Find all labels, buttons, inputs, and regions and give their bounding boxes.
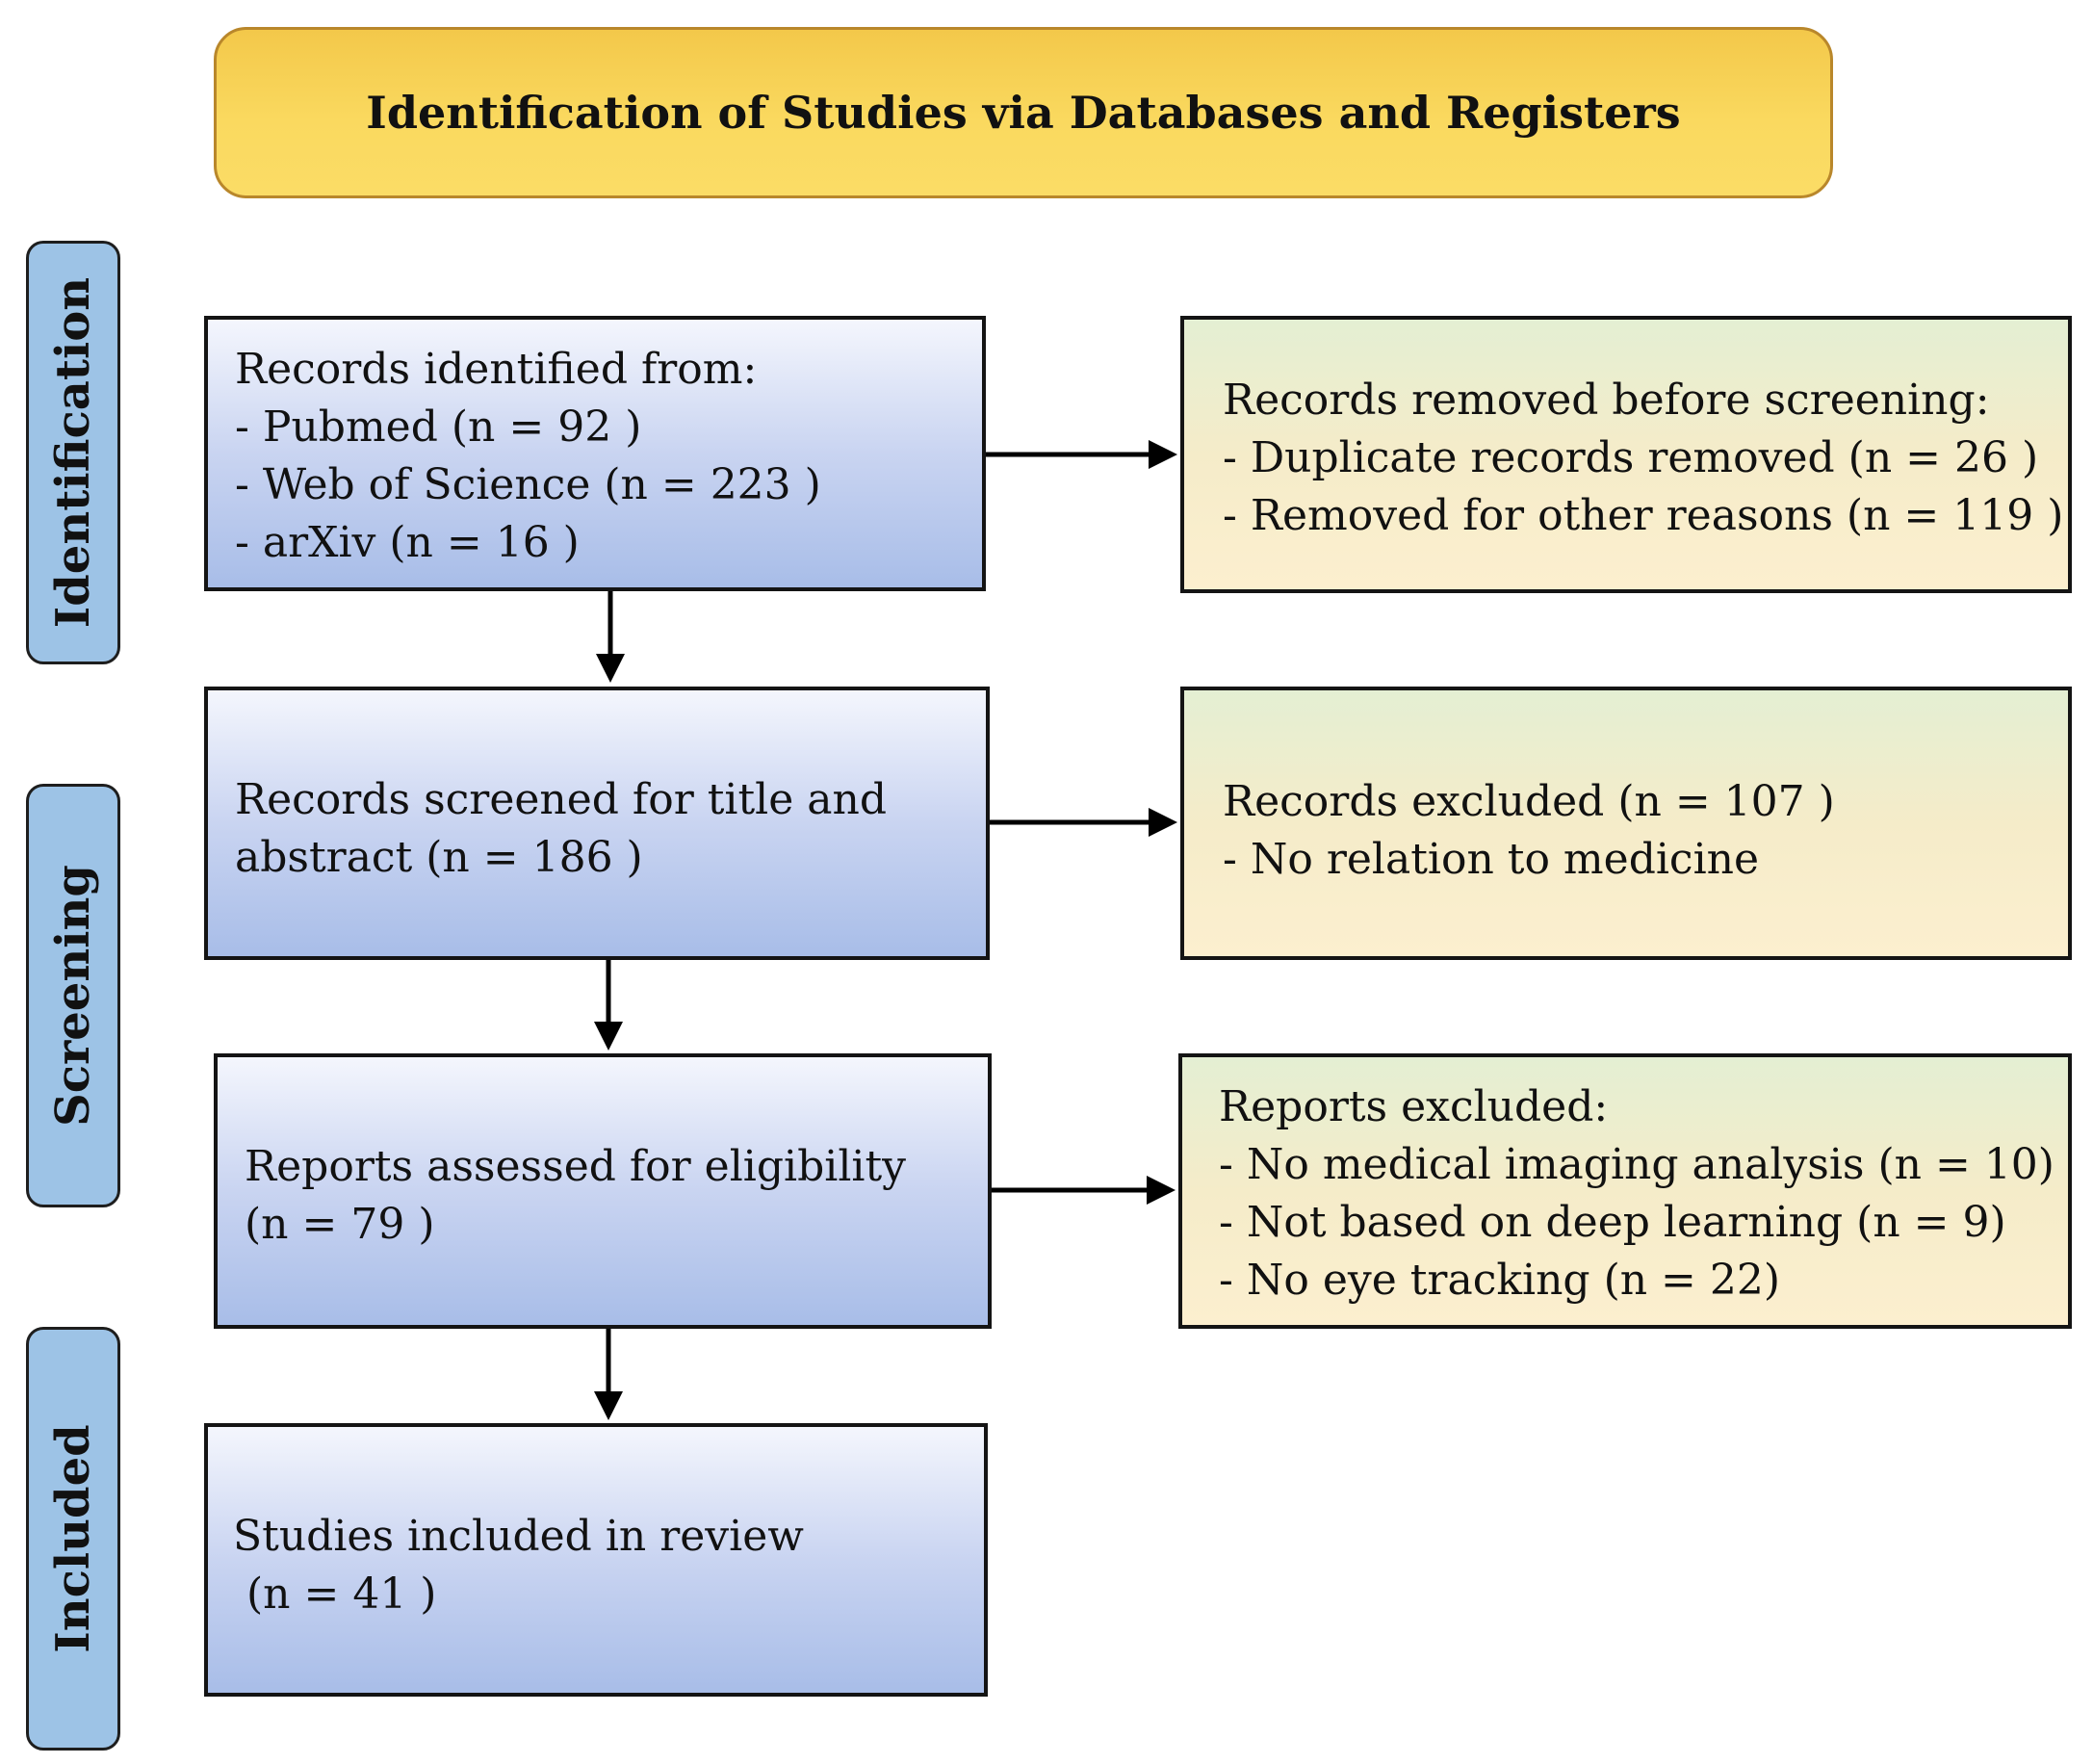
phase-identification: Identification (26, 241, 120, 664)
records-excluded-title: Records excluded (n = 107 ) (1223, 777, 1835, 826)
records-identified-box: Records identified from: - Pubmed (n = 9… (204, 316, 986, 591)
excluded-no-imaging: - No medical imaging analysis (n = 10) (1219, 1140, 2054, 1189)
records-identified-title: Records identified from: (235, 345, 758, 394)
records-screened-box: Records screened for title and abstract … (204, 687, 990, 960)
phase-screening: Screening (26, 784, 120, 1207)
source-web-of-science: - Web of Science (n = 223 ) (235, 460, 821, 509)
reports-excluded-title: Reports excluded: (1219, 1082, 1609, 1131)
diagram-header: Identification of Studies via Databases … (214, 27, 1833, 198)
phase-included: Included (26, 1327, 120, 1751)
reports-assessed-box: Reports assessed for eligibility (n = 79… (214, 1053, 992, 1329)
removed-other-reasons: - Removed for other reasons (n = 119 ) (1223, 491, 2064, 540)
excluded-no-relation: - No relation to medicine (1223, 835, 1760, 884)
records-removed-box: Records removed before screening: - Dupl… (1180, 316, 2072, 593)
records-screened-line-1: Records screened for title and (235, 775, 887, 824)
records-excluded-box: Records excluded (n = 107 ) - No relatio… (1180, 687, 2072, 960)
source-arxiv: - arXiv (n = 16 ) (235, 518, 580, 567)
reports-assessed-line-2: (n = 79 ) (245, 1200, 435, 1249)
studies-included-box: Studies included in review (n = 41 ) (204, 1423, 988, 1697)
studies-included-line-1: Studies included in review (233, 1512, 804, 1561)
studies-included-line-2: (n = 41 ) (233, 1569, 437, 1619)
excluded-no-eye-tracking: - No eye tracking (n = 22) (1219, 1256, 1781, 1305)
reports-assessed-line-1: Reports assessed for eligibility (245, 1142, 907, 1191)
source-pubmed: - Pubmed (n = 92 ) (235, 402, 642, 452)
records-screened-line-2: abstract (n = 186 ) (235, 833, 643, 882)
records-removed-title: Records removed before screening: (1223, 376, 1990, 425)
header-title: Identification of Studies via Databases … (366, 87, 1681, 139)
excluded-no-deep-learning: - Not based on deep learning (n = 9) (1219, 1198, 2006, 1247)
removed-duplicates: - Duplicate records removed (n = 26 ) (1223, 433, 2039, 482)
reports-excluded-box: Reports excluded: - No medical imaging a… (1178, 1053, 2072, 1329)
